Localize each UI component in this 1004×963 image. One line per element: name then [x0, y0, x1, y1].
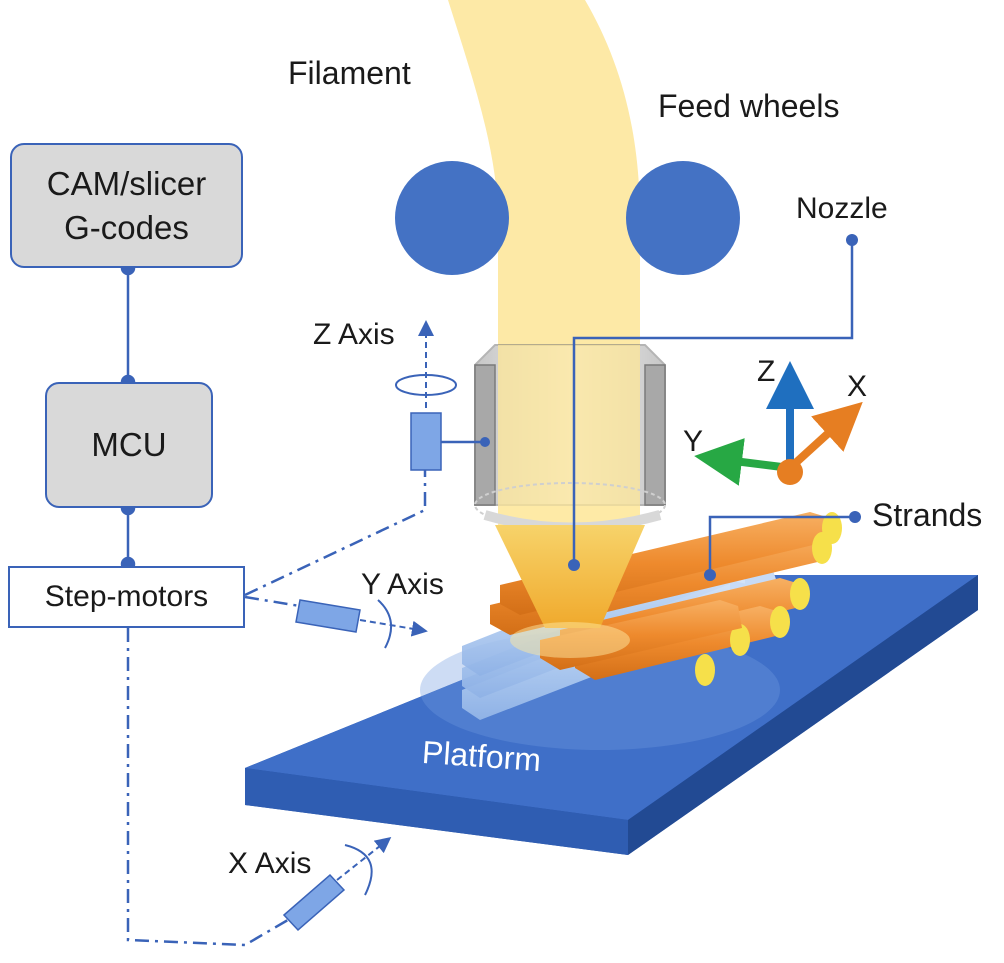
cam-slicer-block: CAM/slicer G-codes: [10, 143, 243, 268]
g-codes-text: G-codes: [64, 208, 189, 246]
nozzle: [474, 344, 666, 658]
x-axis-motor: [282, 837, 392, 932]
mcu-text: MCU: [91, 426, 167, 463]
triad-x-label: X: [847, 370, 868, 403]
triad-z-label: Z: [757, 355, 776, 388]
y-axis-motor: [295, 599, 428, 649]
step-motors-block: Step-motors: [8, 566, 245, 628]
nozzle-label-dot: [846, 234, 858, 246]
z-axis-motor: [395, 320, 490, 471]
nozzle-label: Nozzle: [796, 192, 888, 225]
mcu-block: MCU: [45, 382, 213, 508]
control-paths: [126, 470, 427, 947]
filament-label: Filament: [288, 55, 411, 91]
strands-pointer-dot: [704, 569, 716, 581]
feed-wheels: [395, 161, 740, 275]
y-axis-label: Y Axis: [361, 568, 444, 601]
nozzle-leader-line: [572, 240, 854, 565]
strands-leader-line: [708, 515, 855, 575]
cam-slicer-text: CAM/slicer: [46, 164, 207, 202]
strands-label-dot: [849, 511, 861, 523]
feed-wheels-label: Feed wheels: [658, 88, 840, 124]
strands-label: Strands: [872, 497, 983, 533]
coordinate-triad: [694, 361, 863, 486]
step-motors-text: Step-motors: [44, 580, 209, 613]
triad-y-label: Y: [683, 425, 704, 458]
z-axis-label: Z Axis: [313, 318, 395, 351]
nozzle-pointer-dot: [568, 559, 580, 571]
x-axis-label: X Axis: [228, 847, 312, 880]
